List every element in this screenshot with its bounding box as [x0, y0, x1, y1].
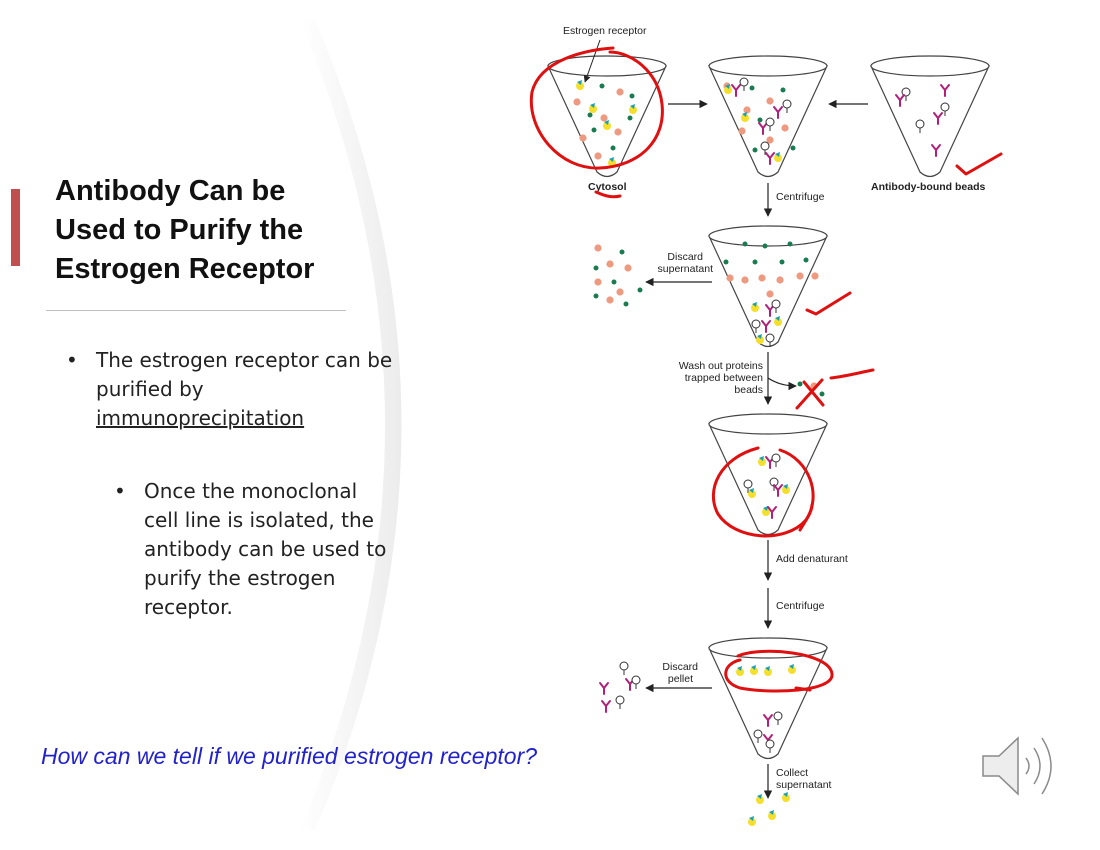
label-collect-supernatant-1: Collect: [776, 767, 808, 779]
bullet-list: • The estrogen receptor can be purified …: [66, 346, 396, 622]
speaker-icon[interactable]: [980, 730, 1070, 802]
label-discard-pellet-1: Discard: [662, 661, 698, 673]
label-discard-pellet-2: pellet: [668, 673, 693, 685]
label-collect-supernatant-2: supernatant: [776, 779, 832, 791]
bullet-glyph: •: [66, 348, 78, 372]
bullet-2-text: Once the monoclonal cell line is isolate…: [144, 479, 387, 619]
label-wash-1: Wash out proteins: [679, 360, 763, 372]
label-centrifuge-2: Centrifuge: [776, 600, 825, 612]
bullet-item-1: • The estrogen receptor can be purified …: [66, 346, 396, 433]
tube-mixture: [708, 55, 828, 178]
red-annotations: [529, 46, 1003, 693]
label-add-denaturant: Add denaturant: [776, 553, 848, 565]
slide-title: Antibody Can be Used to Purify the Estro…: [55, 175, 315, 285]
bullet-item-2: • Once the monoclonal cell line is isola…: [114, 477, 396, 622]
label-wash-2: trapped between: [685, 372, 763, 384]
title-divider: [46, 310, 346, 311]
tube-centrifuged: [708, 225, 828, 348]
accent-bar: [11, 189, 20, 266]
label-discard-supernatant-2: supernatant: [658, 263, 714, 275]
label-discard-supernatant-1: Discard: [667, 251, 703, 263]
label-centrifuge-1: Centrifuge: [776, 191, 825, 203]
label-cytosol: Cytosol: [588, 181, 627, 193]
tube-washed: [708, 413, 828, 536]
tube-antibody-beads: [870, 55, 990, 178]
question-text: How can we tell if we purified estrogen …: [41, 743, 538, 769]
label-estrogen-receptor: Estrogen receptor: [563, 25, 647, 37]
label-antibody-beads: Antibody-bound beads: [871, 181, 985, 193]
bullet-1-text: The estrogen receptor can be purified by: [96, 348, 393, 401]
immunoprecipitation-term: immunoprecipitation: [96, 406, 305, 430]
bullet-glyph: •: [114, 479, 126, 503]
label-wash-3: beads: [734, 384, 763, 396]
